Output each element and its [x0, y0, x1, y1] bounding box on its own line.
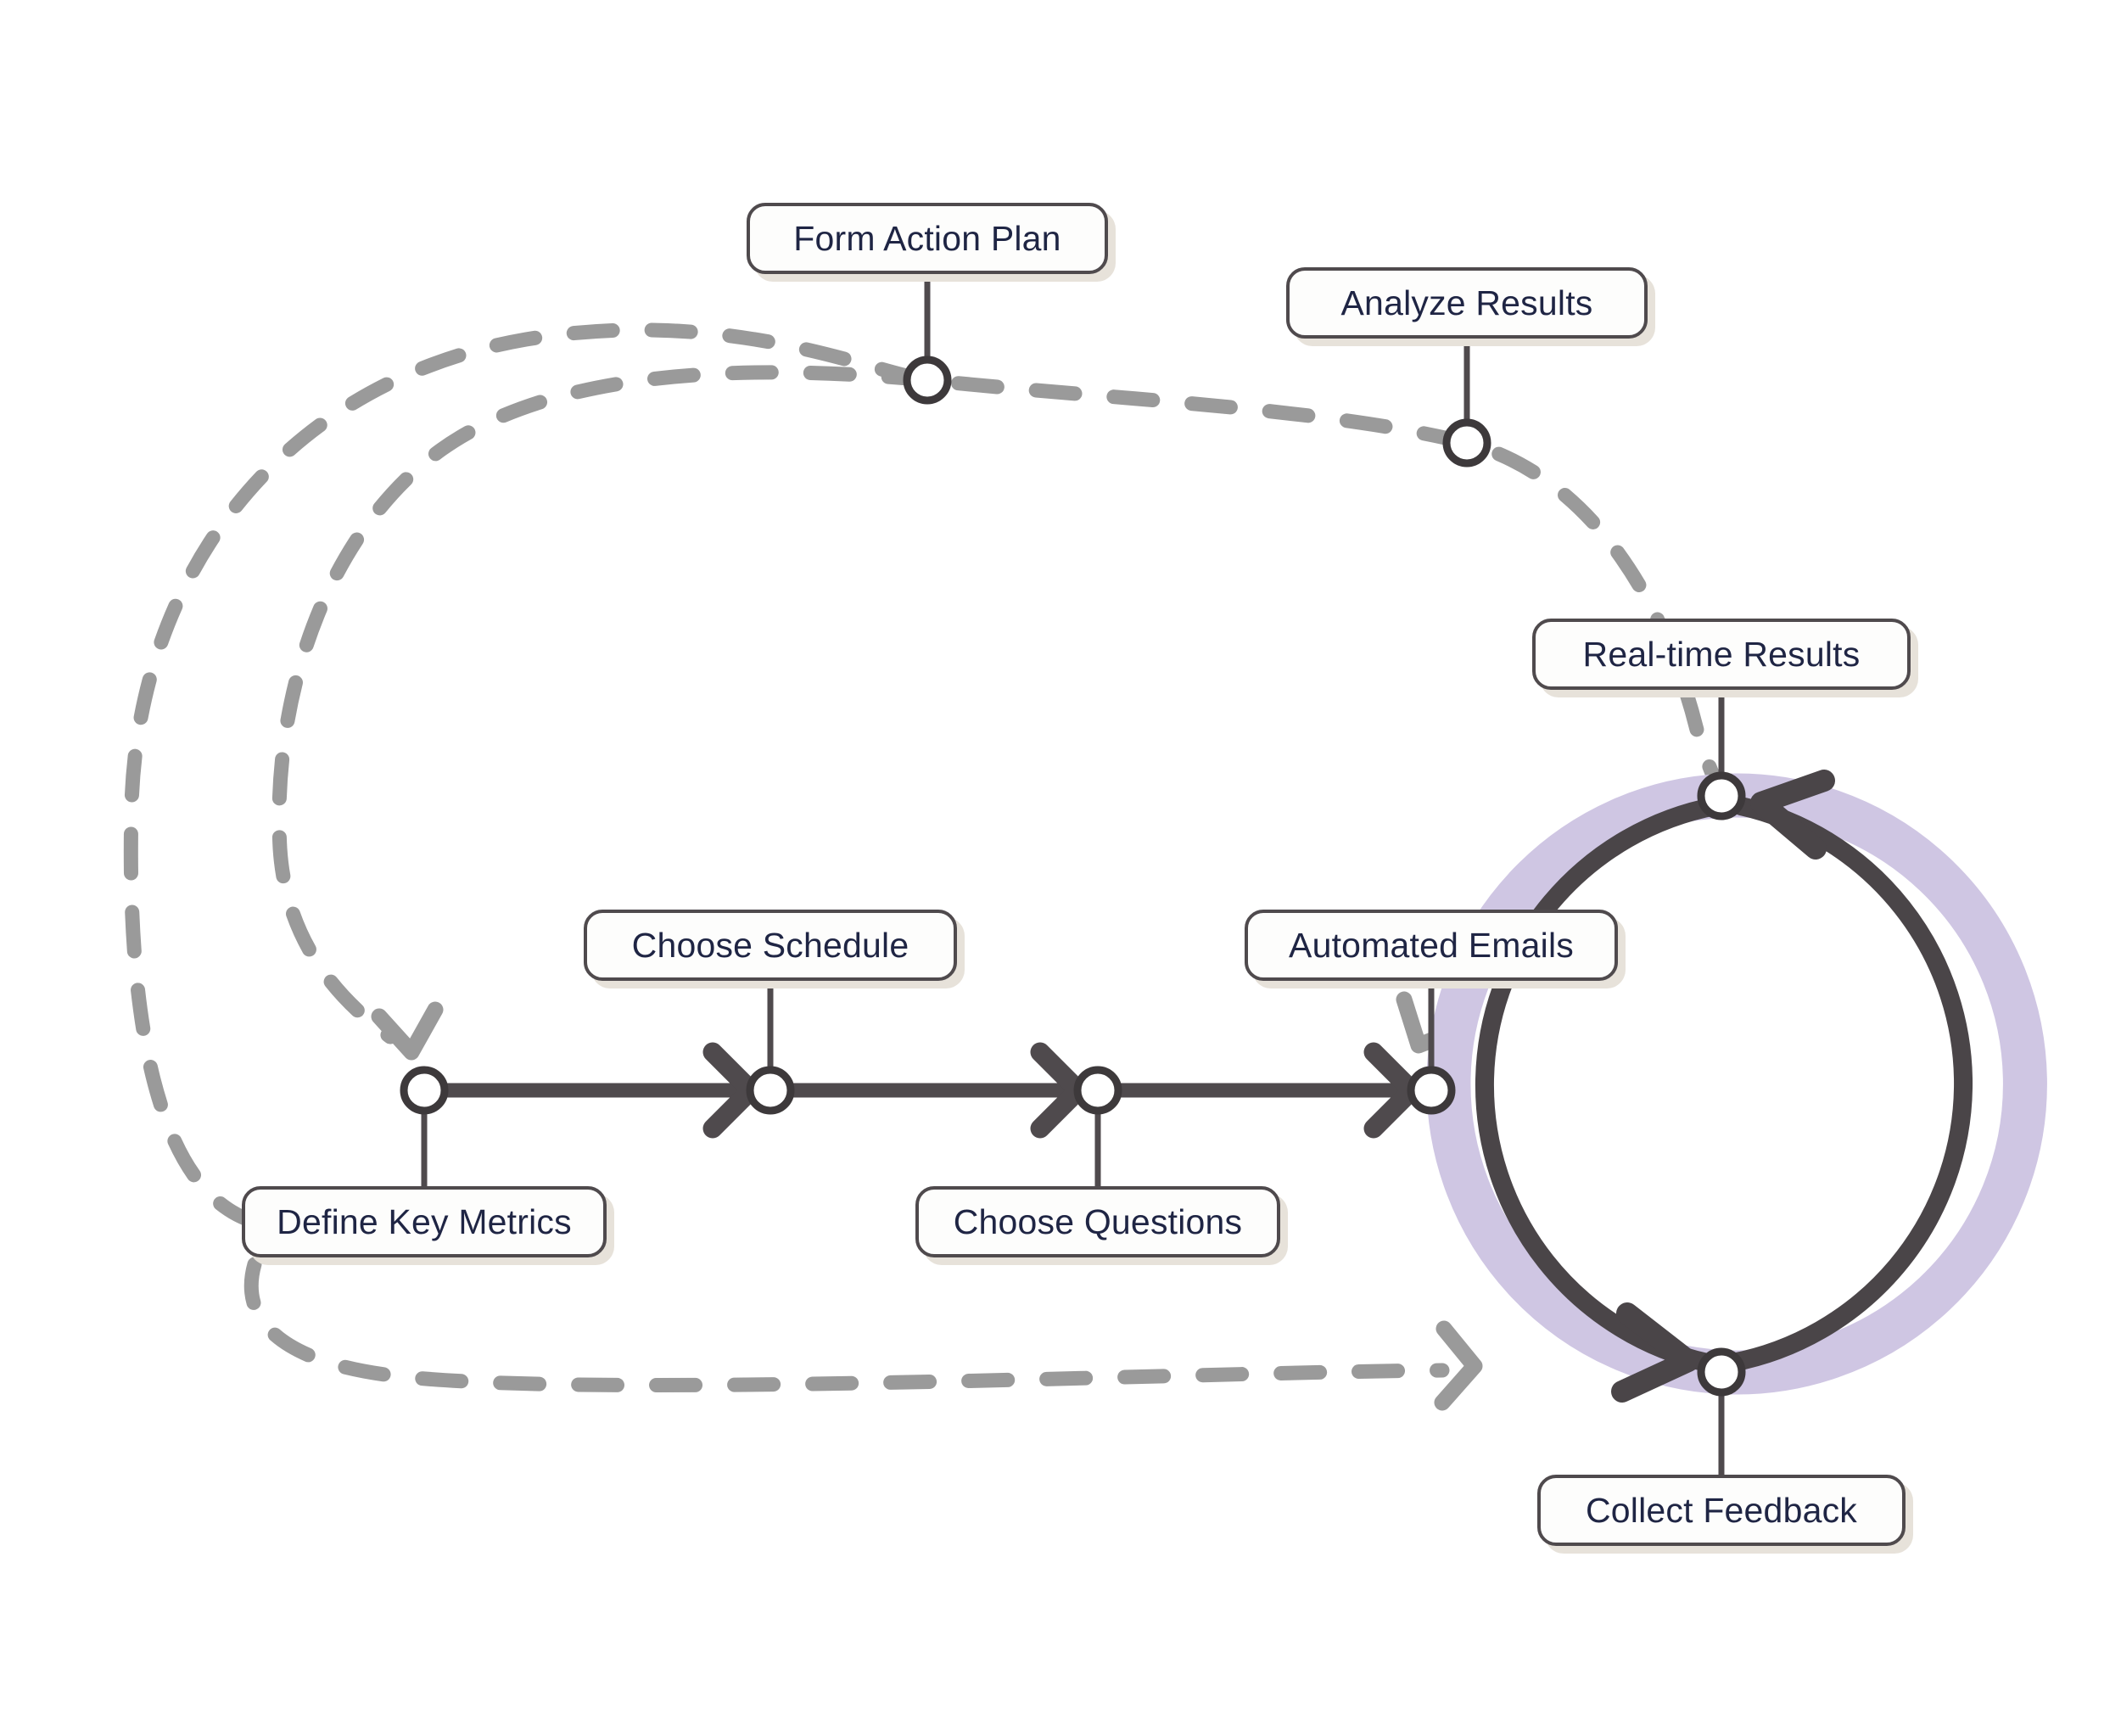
node-analyze-results[interactable]: Analyze Results	[1286, 267, 1648, 339]
dashed-arrowhead-bottom-right	[1434, 1320, 1483, 1411]
loop-arc-left	[1475, 797, 1725, 1372]
node-choose-schedule[interactable]: Choose Schedule	[584, 910, 957, 981]
node-label-text: Choose Questions	[953, 1201, 1243, 1241]
marker-automated-emails	[1407, 1066, 1456, 1115]
node-label-text: Collect Feedback	[1586, 1490, 1857, 1530]
node-label-text: Analyze Results	[1340, 283, 1593, 322]
dashed-arrowhead-into-define-metrics	[371, 1001, 444, 1061]
loop-arc-dark	[1475, 797, 1973, 1372]
marker-form-action-plan	[903, 356, 952, 405]
loop-arrowhead-to-collect-feedback	[1611, 1302, 1699, 1403]
dashed-inner-curve	[271, 365, 935, 1044]
node-form-action-plan[interactable]: Form Action Plan	[747, 203, 1108, 274]
node-label-text: Real-time Results	[1582, 634, 1861, 674]
node-choose-questions[interactable]: Choose Questions	[915, 1186, 1280, 1257]
dashed-bottom-curve	[243, 1257, 1450, 1393]
node-label-text: Choose Schedule	[631, 925, 909, 965]
node-collect-feedback[interactable]: Collect Feedback	[1537, 1475, 1906, 1546]
marker-choose-schedule	[746, 1066, 795, 1115]
marker-choose-questions	[1073, 1066, 1122, 1115]
loop-arc-right	[1723, 797, 1973, 1372]
node-real-time-results[interactable]: Real-time Results	[1532, 619, 1911, 690]
marker-analyze-results	[1442, 418, 1491, 468]
node-automated-emails[interactable]: Automated Emails	[1245, 910, 1618, 981]
loop-halo	[1698, 773, 2047, 1395]
dashed-outer-loop	[123, 322, 1729, 1229]
marker-real-time-results	[1697, 771, 1746, 820]
marker-define-key-metrics	[400, 1066, 449, 1115]
node-label-text: Define Key Metrics	[277, 1201, 572, 1241]
node-markers	[400, 356, 1746, 1397]
marker-collect-feedback	[1697, 1347, 1746, 1397]
node-define-key-metrics[interactable]: Define Key Metrics	[242, 1186, 607, 1257]
node-label-text: Form Action Plan	[793, 218, 1061, 258]
loop-arrowhead-to-realtime-results	[1750, 770, 1835, 860]
node-label-text: Automated Emails	[1289, 925, 1574, 965]
